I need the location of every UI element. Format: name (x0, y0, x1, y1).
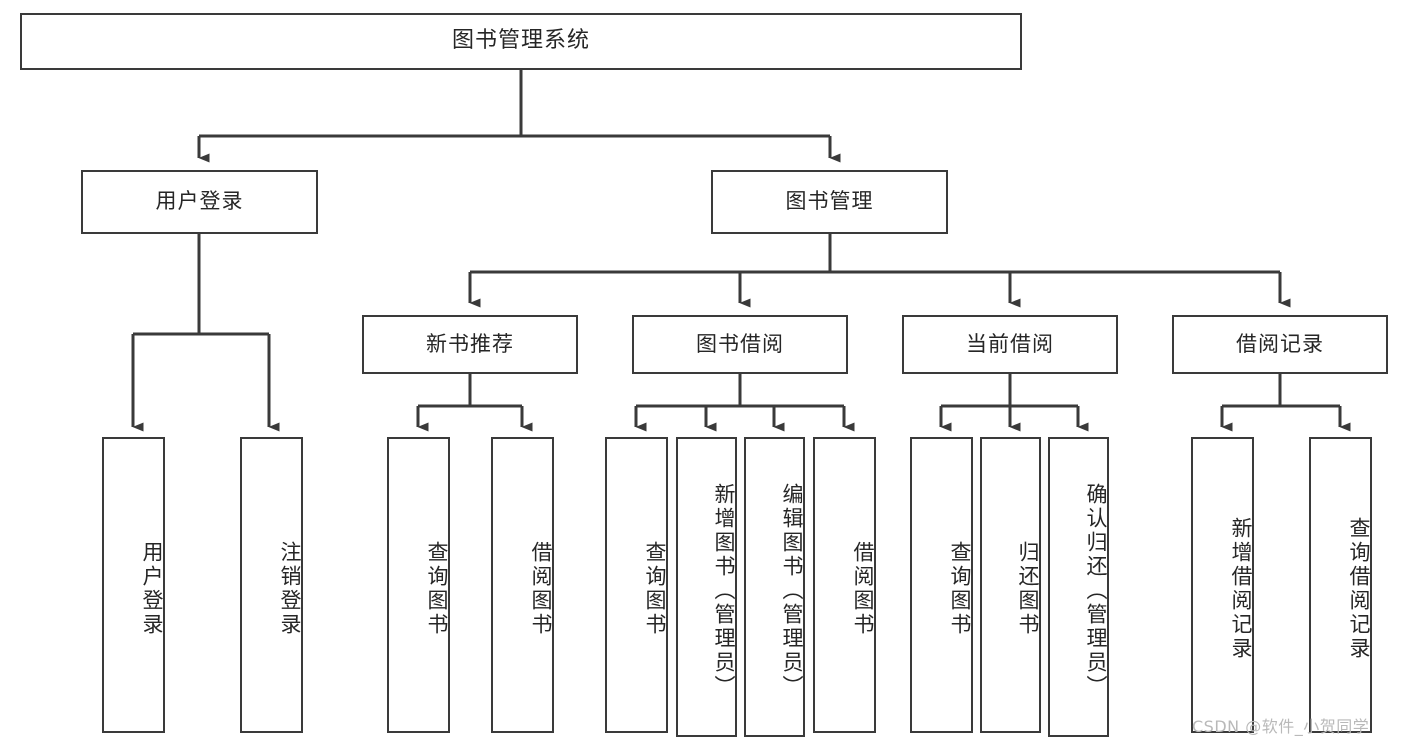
node-user-login-label: 用户登录 (155, 189, 244, 214)
node-leaf-query-book-3[interactable]: 查询图书 (910, 437, 973, 733)
node-leaf-add-record[interactable]: 新增借阅记录 (1191, 437, 1254, 733)
node-book-manage[interactable]: 图书管理 (711, 170, 948, 234)
csdn-watermark: CSDN @软件_小贺同学 (1192, 717, 1370, 736)
node-current-borrow-label: 当前借阅 (966, 331, 1054, 356)
node-leaf-user-logout[interactable]: 注销登录 (240, 437, 303, 733)
node-root-label: 图书管理系统 (451, 28, 590, 54)
node-leaf-user-logout-label: 注销登录 (278, 541, 302, 637)
node-leaf-query-book-3-label: 查询图书 (948, 541, 972, 637)
node-book-borrow[interactable]: 图书借阅 (632, 315, 848, 374)
node-leaf-add-book[interactable]: 新增图书（管理员） (676, 437, 737, 737)
node-leaf-query-record-label: 查询借阅记录 (1347, 517, 1371, 661)
node-leaf-return-book-label: 归还图书 (1016, 541, 1040, 637)
node-leaf-query-book-1-label: 查询图书 (425, 541, 449, 637)
node-new-book-recommend[interactable]: 新书推荐 (362, 315, 578, 374)
node-root-system[interactable]: 图书管理系统 (20, 13, 1022, 70)
node-leaf-query-record[interactable]: 查询借阅记录 (1309, 437, 1372, 733)
node-leaf-query-book-2[interactable]: 查询图书 (605, 437, 668, 733)
node-leaf-query-book-2-label: 查询图书 (643, 541, 667, 637)
node-new-book-recommend-label: 新书推荐 (426, 331, 514, 356)
node-leaf-add-book-label: 新增图书（管理员） (712, 483, 736, 699)
node-borrow-record-label: 借阅记录 (1236, 331, 1324, 356)
node-book-borrow-label: 图书借阅 (696, 331, 784, 356)
node-leaf-return-book[interactable]: 归还图书 (980, 437, 1041, 733)
node-leaf-borrow-book-2[interactable]: 借阅图书 (813, 437, 876, 733)
node-leaf-confirm-return[interactable]: 确认归还（管理员） (1048, 437, 1109, 737)
node-leaf-borrow-book-1-label: 借阅图书 (529, 541, 553, 637)
node-leaf-user-login[interactable]: 用户登录 (102, 437, 165, 733)
node-leaf-edit-book-label: 编辑图书（管理员） (780, 483, 804, 699)
node-user-login[interactable]: 用户登录 (81, 170, 318, 234)
node-leaf-borrow-book-1[interactable]: 借阅图书 (491, 437, 554, 733)
node-borrow-record[interactable]: 借阅记录 (1172, 315, 1388, 374)
node-leaf-edit-book[interactable]: 编辑图书（管理员） (744, 437, 805, 737)
node-current-borrow[interactable]: 当前借阅 (902, 315, 1118, 374)
node-leaf-borrow-book-2-label: 借阅图书 (851, 541, 875, 637)
node-leaf-query-book-1[interactable]: 查询图书 (387, 437, 450, 733)
node-book-manage-label: 图书管理 (785, 189, 874, 214)
node-leaf-user-login-label: 用户登录 (140, 541, 164, 637)
node-leaf-confirm-return-label: 确认归还（管理员） (1084, 483, 1108, 699)
node-leaf-add-record-label: 新增借阅记录 (1229, 517, 1253, 661)
